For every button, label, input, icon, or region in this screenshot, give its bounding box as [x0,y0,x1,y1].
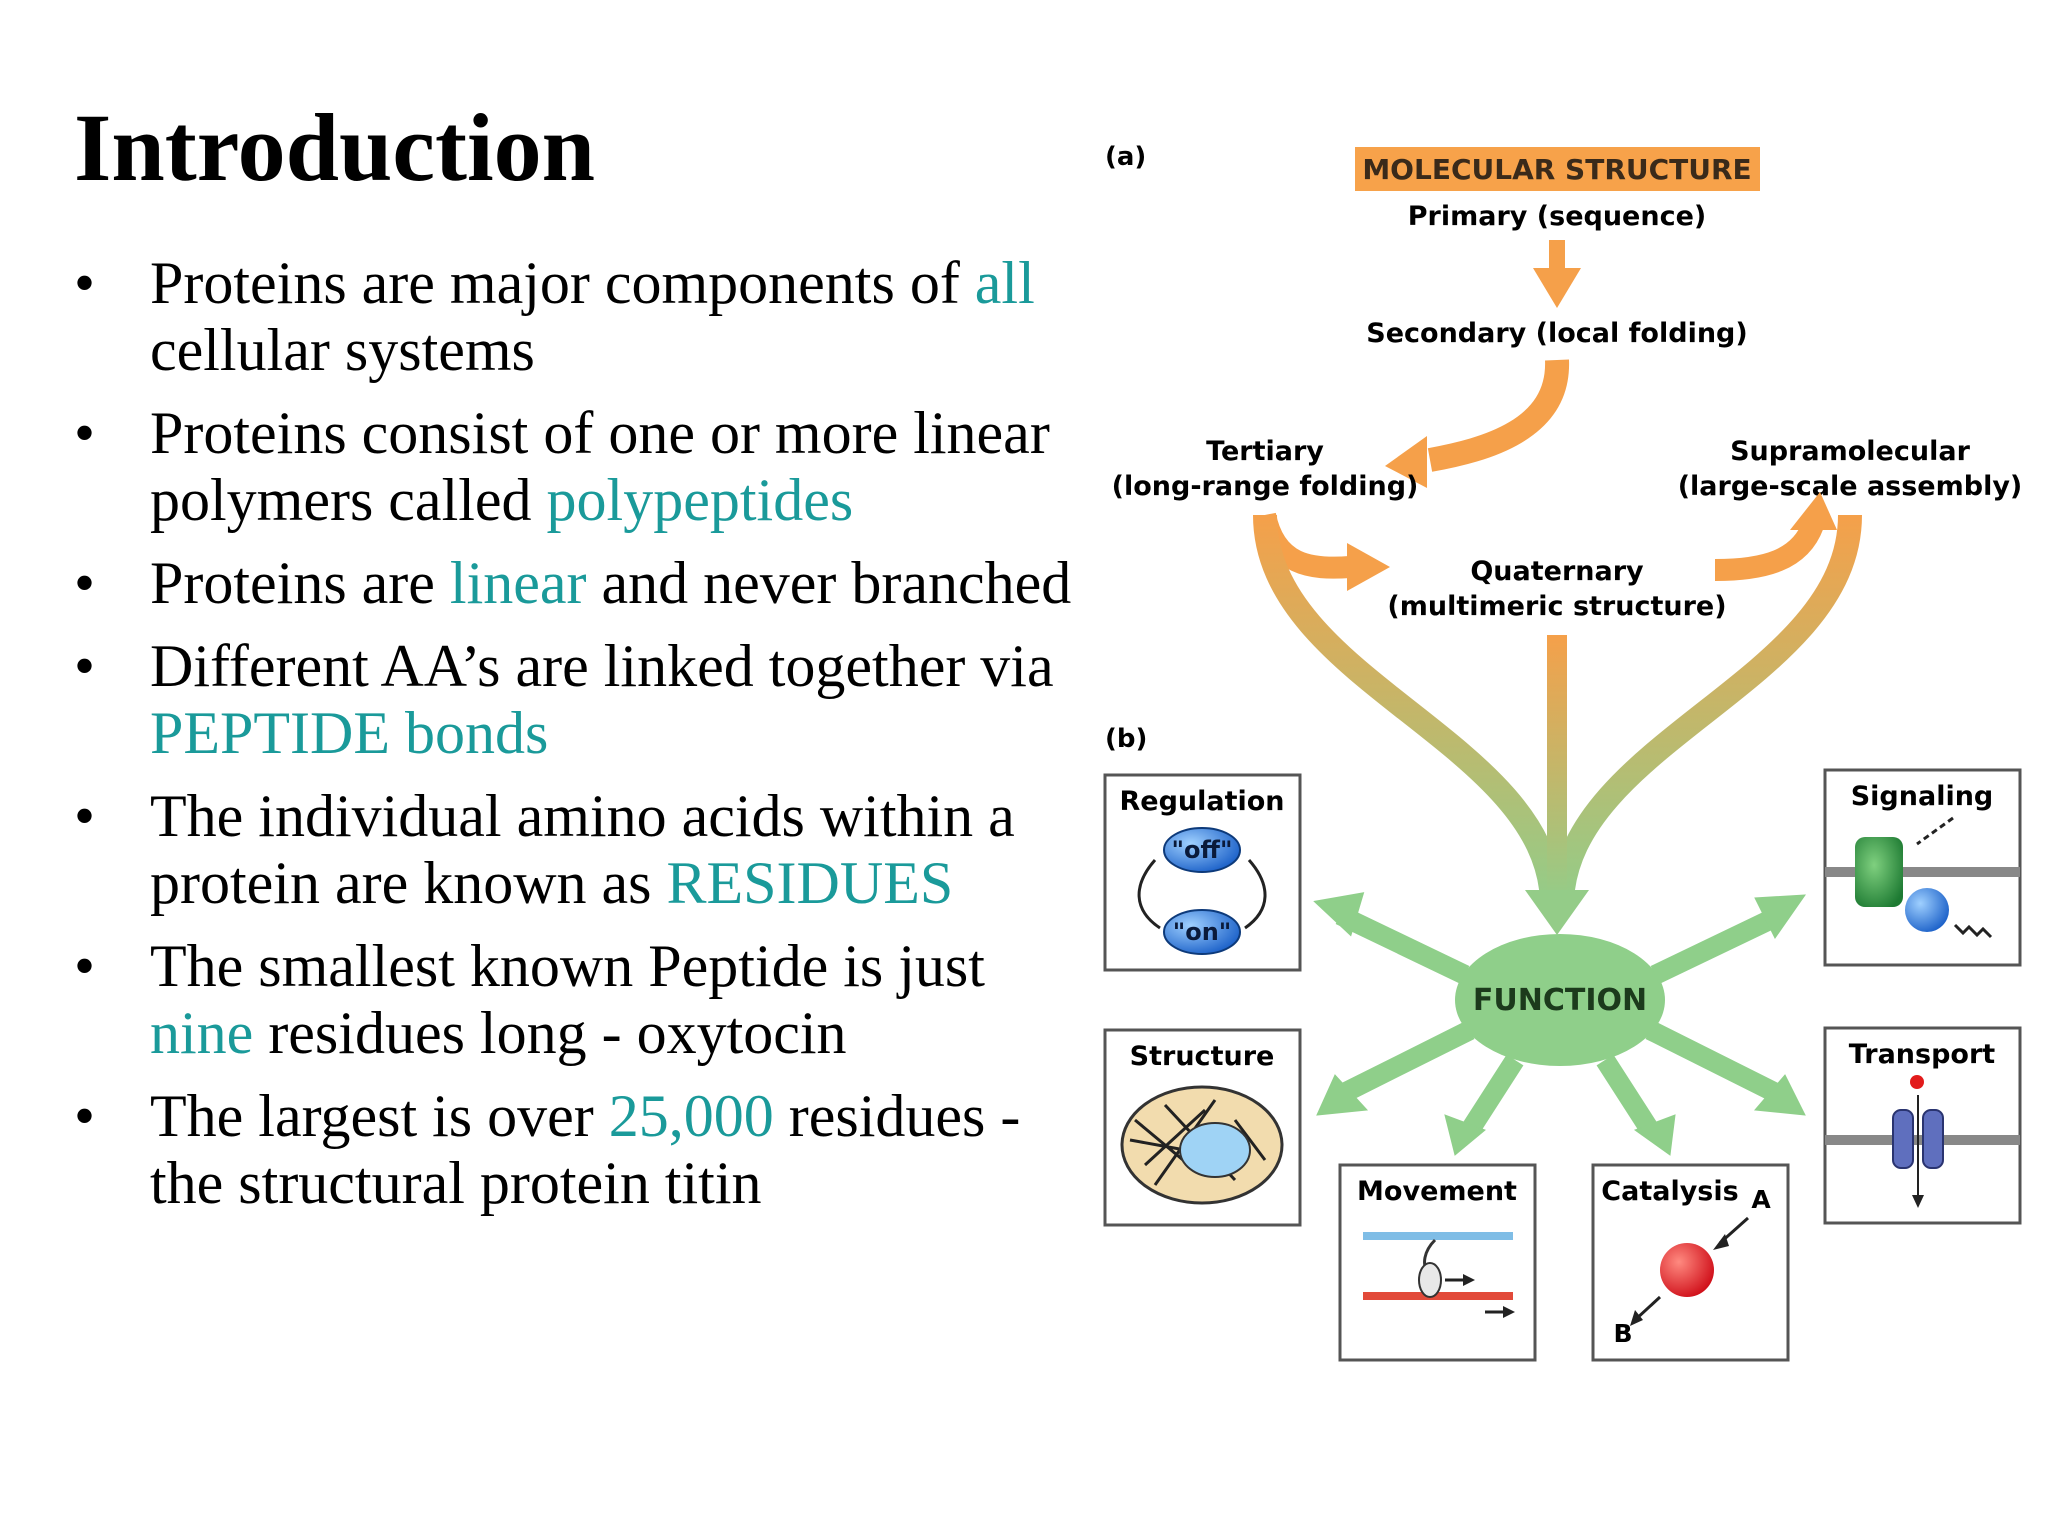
bullet-list: • Proteins are major components of all ce… [74,250,1074,1233]
bullet-text: residues - the structural protein titin [150,1083,1021,1216]
panel-b-label: (b) [1105,724,1147,754]
off-label: "off" [1172,836,1233,864]
arrow-to-transport-head [1753,1074,1806,1116]
supramolecular-label-1: Supramolecular [1730,436,1970,467]
highlighted-text: linear [449,550,587,616]
arrow-to-regulation-head [1313,892,1365,937]
highlighted-text: all [974,250,1035,316]
catalysis-a-label: A [1751,1185,1771,1214]
highlighted-text: RESIDUES [666,850,954,916]
bullet-text: Proteins consist of one or more linear p… [150,400,1050,533]
bullet-text: and never branched [586,550,1072,616]
arrow-to-signaling [1650,905,1785,985]
secondary-label: Secondary (local folding) [1366,318,1747,349]
bullet-text: Proteins are [150,550,450,616]
bullet-item: • The smallest known Peptide is just nine… [74,933,1074,1067]
arrow-tertiary-quaternary-head [1347,543,1390,591]
function-label: FUNCTION [1473,983,1647,1018]
catalysis-box: Catalysis A B [1591,1163,1790,1362]
function-arrows [1313,892,1807,1156]
stem-quaternary-function [1547,635,1567,900]
bullet-item: • Proteins consist of one or more linear … [74,400,1074,534]
arrow-to-movement [1461,1054,1524,1136]
bullet-text: The largest is over [150,1083,609,1149]
arrow-to-movement-head [1444,1114,1486,1156]
highlighted-text: polypeptides [546,467,854,533]
slide-title: Introduction [74,94,596,201]
highlighted-text: nine [150,1000,254,1066]
arrow-primary-head [1533,268,1581,308]
bullet-dot: • [74,933,96,999]
bullet-dot: • [74,250,96,316]
bullet-text: cellular systems [150,317,535,383]
stem-supramolecular-function [1550,514,1862,901]
bullet-item: • Proteins are major components of all ce… [74,250,1074,384]
tertiary-label-1: Tertiary [1206,436,1324,467]
movement-label: Movement [1357,1176,1517,1207]
arrow-to-signaling-head [1754,894,1807,939]
signaling-label: Signaling [1851,781,1994,812]
bullet-dot: • [74,633,96,699]
bullet-item: • The largest is over 25,000 residues - t… [74,1083,1074,1217]
arrow-primary-shaft [1549,240,1565,270]
supramolecular-label-2: (large-scale assembly) [1678,471,2023,502]
bullet-text: The smallest known Peptide is just [150,933,985,999]
arrow-to-structure [1335,1021,1475,1104]
bullet-text: residues long - oxytocin [253,1000,847,1066]
bullet-dot: • [74,400,96,466]
bullet-text: Proteins are major components of [150,250,975,316]
protein-structure-diagram: (a) (b) MOLECULAR STRUCTURE Primary (seq… [1103,142,2023,1362]
catalysis-b-label: B [1613,1319,1632,1348]
bullet-text: The individual amino acids within a prot… [150,783,1015,916]
arrow-secondary-tertiary-head [1385,436,1427,488]
bullet-item: • The individual amino acids within a pro… [74,783,1074,917]
movement-box: Movement [1338,1163,1537,1362]
stem-function-head [1525,890,1589,935]
bullet-dot: • [74,550,96,616]
arrow-to-structure-head [1316,1074,1369,1116]
regulation-box: Regulation "off" "on" [1103,773,1302,972]
arrow-quaternary-supramolecular [1714,520,1824,581]
arrow-secondary-tertiary [1427,359,1570,472]
on-label: "on" [1173,918,1232,946]
protein-structure-figure: (a) (b) MOLECULAR STRUCTURE Primary (seq… [1085,120,2045,1385]
bullet-dot: • [74,783,96,849]
bullet-item: • Proteins are linear and never branched [74,550,1074,617]
highlighted-text: 25,000 [608,1083,774,1149]
quaternary-label-2: (multimeric structure) [1387,591,1726,622]
bullet-item: •Different AA’s are linked together via … [74,633,1074,767]
structure-box: Structure [1103,1028,1302,1227]
regulation-label: Regulation [1119,786,1284,817]
catalysis-label: Catalysis [1601,1176,1738,1207]
panel-a-label: (a) [1105,142,1146,172]
signaling-box: Signaling [1823,768,2022,967]
arrow-to-catalysis [1596,1054,1659,1136]
arrow-to-catalysis-head [1633,1114,1676,1156]
arrow-quaternary-supramolecular-head [1790,492,1837,530]
transport-label: Transport [1849,1039,1995,1070]
primary-label: Primary (sequence) [1408,201,1707,232]
header-label: MOLECULAR STRUCTURE [1362,153,1751,186]
stem-tertiary-function [1253,514,1564,901]
function-node [1455,934,1665,1066]
transport-box: Transport [1823,1026,2022,1225]
arrow-to-transport [1645,1021,1785,1104]
bullet-text: Different AA’s are linked together via [150,633,1054,699]
structure-label: Structure [1130,1041,1275,1072]
molecular-structure-header [1355,147,1760,191]
arrow-to-regulation [1335,905,1470,985]
highlighted-text: PEPTIDE bonds [150,700,549,766]
quaternary-label-1: Quaternary [1470,556,1644,587]
tertiary-label-2: (long-range folding) [1112,471,1419,502]
bullet-dot: • [74,1083,96,1149]
